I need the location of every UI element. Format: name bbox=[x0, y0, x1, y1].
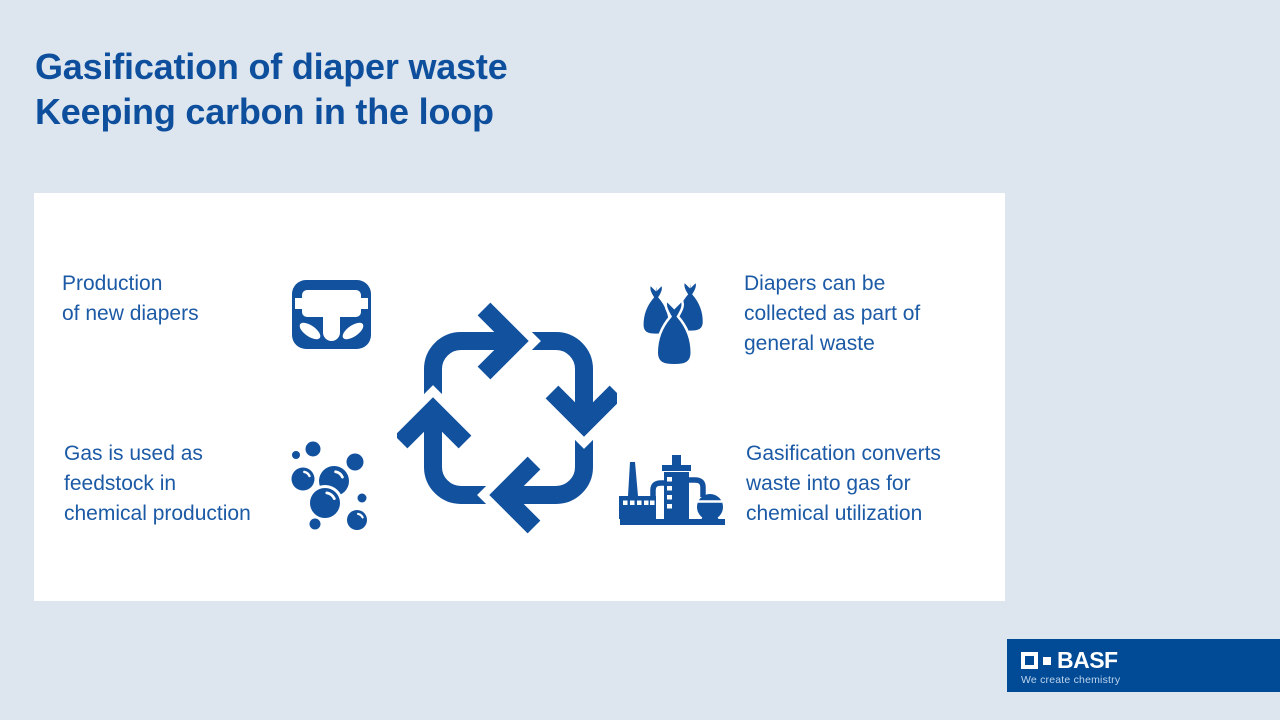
step-collection-line-2: collected as part of bbox=[744, 302, 921, 325]
recycle-loop-icon bbox=[394, 300, 623, 535]
gas-bubbles-icon bbox=[286, 436, 376, 532]
basf-wordmark: BASF bbox=[1057, 647, 1118, 673]
basf-footer: BASF We create chemistry bbox=[1007, 639, 1280, 692]
step-feedstock-line-2: feedstock in bbox=[64, 472, 177, 495]
basf-logo-outline-square-icon bbox=[1021, 652, 1038, 669]
step-collection-label: Diapers can be collected as part of gene… bbox=[744, 269, 1004, 359]
title-line-1: Gasification of diaper waste bbox=[35, 46, 508, 87]
step-collection-line-3: general waste bbox=[744, 332, 875, 355]
step-production-label: Production of new diapers bbox=[62, 269, 292, 329]
basf-logo-solid-square-icon bbox=[1043, 656, 1051, 665]
step-gasification-line-2: waste into gas for bbox=[746, 472, 911, 495]
waste-bags-icon bbox=[640, 277, 708, 369]
step-production-line-1: Production bbox=[62, 272, 163, 295]
step-gasification-line-1: Gasification converts bbox=[746, 442, 941, 465]
step-collection-line-1: Diapers can be bbox=[744, 272, 886, 295]
step-feedstock-line-1: Gas is used as bbox=[64, 442, 203, 465]
step-feedstock-line-3: chemical production bbox=[64, 502, 251, 525]
page-title: Gasification of diaper waste Keeping car… bbox=[35, 44, 508, 134]
step-feedstock-label: Gas is used as feedstock in chemical pro… bbox=[64, 439, 314, 529]
diaper-icon bbox=[289, 277, 374, 352]
step-gasification-line-3: chemical utilization bbox=[746, 502, 923, 525]
step-production-line-2: of new diapers bbox=[62, 302, 199, 325]
basf-tagline: We create chemistry bbox=[1021, 674, 1121, 686]
title-line-2: Keeping carbon in the loop bbox=[35, 91, 494, 132]
step-gasification-label: Gasification converts waste into gas for… bbox=[746, 439, 1016, 529]
diagram-card: Production of new diapers Diapers can be… bbox=[34, 193, 1005, 601]
chemical-plant-icon bbox=[616, 453, 731, 525]
basf-logo: BASF bbox=[1021, 647, 1118, 673]
